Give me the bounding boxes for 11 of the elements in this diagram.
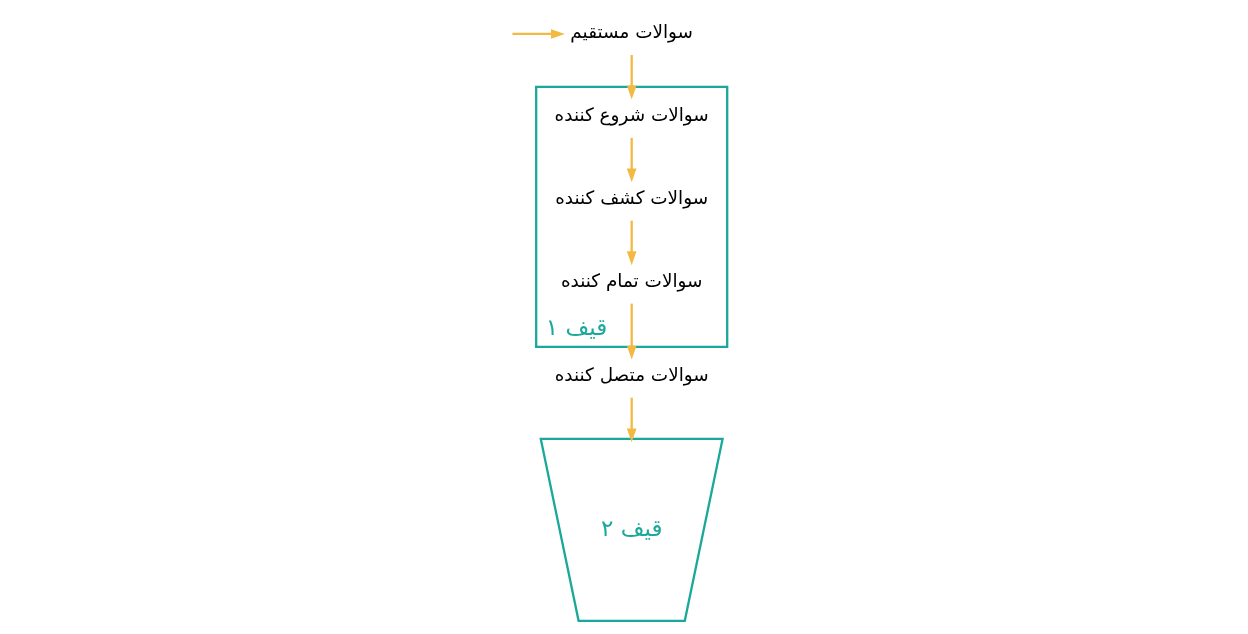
node-text: سوالات متصل کننده (554, 364, 709, 386)
arrow (626, 303, 637, 360)
node-text: سوالات کشف کننده (555, 187, 709, 208)
arrow (626, 220, 637, 266)
arrow (626, 137, 637, 183)
arrow (512, 29, 565, 39)
node-text: سوالات تمام کننده (560, 269, 703, 291)
node-text: سوالات شروع کننده (554, 104, 709, 126)
arrow (626, 397, 637, 443)
node-text: سوالات مستقیم (570, 21, 694, 43)
arrow (626, 55, 637, 100)
